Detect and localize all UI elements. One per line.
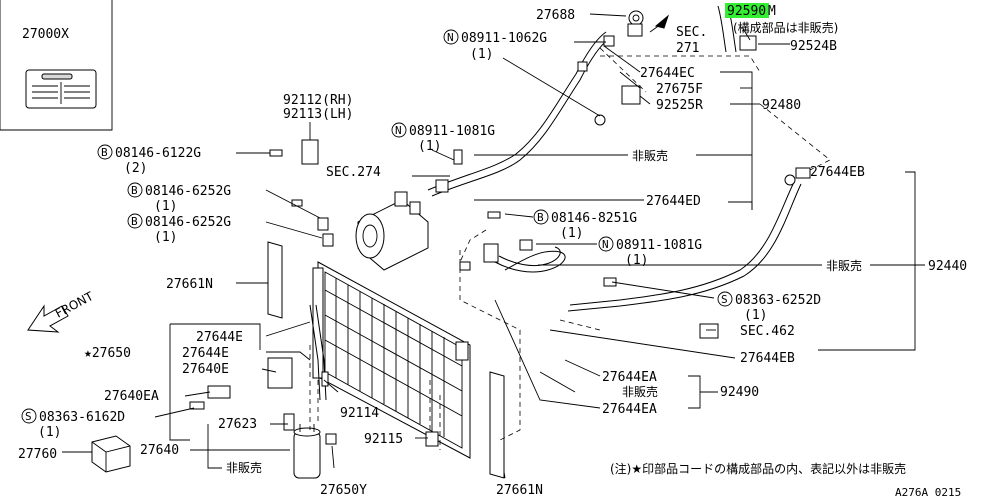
label-27661n-bottom: 27661N [496,483,543,498]
label-08363-6162d-qty: (1) [38,425,61,440]
label-27688: 27688 [536,8,575,23]
label-08911-1081g-b-qty: (1) [625,253,648,268]
part-27760 [91,435,131,473]
label-27640: 27640 [140,443,179,458]
label-27640e: 27640E [182,362,229,377]
badge-n-1081g-a: N [391,122,407,138]
badge-b-6252g-a: B [127,182,143,198]
svg-text:B: B [537,211,544,224]
label-hisaibai-4: 非販売 [226,460,262,475]
label-sec274: SEC.274 [326,165,381,180]
label-08146-8251g-qty: (1) [560,226,583,241]
label-92115: 92115 [364,432,403,447]
label-08363-6162d: 08363-6162D [39,410,125,425]
label-hisaibai-2: 非販売 [826,258,862,273]
label-constituent-note: (構成部品は非販売) [733,20,838,35]
fittings [189,10,811,447]
label-08911-1081g-a-qty: (1) [418,139,441,154]
footnote: (注)★印部品コードの構成部品の内、表記以外は非販売 [610,461,906,476]
label-sec462: SEC.462 [740,324,795,339]
label-08911-1081g-a: 08911-1081G [409,124,495,139]
label-27644ec: 27644EC [640,66,695,81]
label-plate-box: 27000X [0,0,113,131]
label-27644ea-a: 27644EA [602,370,657,385]
svg-text:S: S [721,293,728,306]
label-92113: 92113(LH) [283,107,353,122]
hose-pipe-assembly [309,5,802,401]
svg-text:B: B [101,146,108,159]
badge-s-6162d: S [21,408,37,424]
svg-text:N: N [602,238,609,251]
condenser [312,261,471,459]
svg-text:S: S [25,410,32,423]
badge-n-1062g: N [443,29,459,45]
arrow-sec271 [649,14,670,33]
label-92112: 92112(RH) [283,93,353,108]
label-92480: 92480 [762,98,801,113]
label-08146-8251g: 08146-8251G [551,211,637,226]
label-27623: 27623 [218,417,257,432]
leader-lines [62,13,925,479]
label-27661n-top: 27661N [166,277,213,292]
label-27000x: 27000X [22,27,69,42]
label-08363-6252d-qty: (1) [744,308,767,323]
dashed-guides [309,47,831,450]
label-08146-6252g-a: 08146-6252G [145,184,231,199]
svg-text:N: N [447,31,454,44]
label-08911-1062g: 08911-1062G [461,31,547,46]
receiver-drier [293,424,321,479]
label-92525r: 92525R [656,98,703,113]
label-hisaibai-1: 非販売 [632,148,668,163]
label-08146-6252g-a-qty: (1) [154,199,177,214]
label-92440: 92440 [928,259,967,274]
seal-strips [267,241,505,479]
label-92590: 92590 [727,4,766,19]
label-08146-6122g-qty: (2) [124,161,147,176]
label-27650y: 27650Y [320,483,367,498]
front-label: FRONT [53,289,96,321]
svg-text:N: N [395,124,402,137]
label-08146-6252g-b-qty: (1) [154,230,177,245]
label-27644eb-top: 27644EB [810,165,865,180]
compressor [355,191,429,271]
label-hisaibai-3: 非販売 [622,384,658,399]
label-08911-1081g-b: 08911-1081G [616,238,702,253]
label-27760: 27760 [18,447,57,462]
front-arrow-icon [27,304,69,333]
label-92590-suffix: M [768,4,776,19]
label-sec271-a: SEC. [676,25,707,40]
label-92490: 92490 [720,385,759,400]
label-27644ea-b: 27644EA [602,402,657,417]
label-27650: ★27650 [84,346,131,361]
badge-n-1081g-b: N [598,236,614,252]
label-27644eb-bottom: 27644EB [740,351,795,366]
badge-b-8251g: B [533,209,549,225]
label-27644ed: 27644ED [646,194,701,209]
badge-b-6122g: B [97,144,113,160]
label-08363-6252d: 08363-6252D [735,293,821,308]
label-27644e-a: 27644E [196,330,243,345]
label-08911-1062g-qty: (1) [470,47,493,62]
label-92114: 92114 [340,406,379,421]
svg-text:B: B [131,215,138,228]
label-sec271-b: 271 [676,41,699,56]
label-27644e-b: 27644E [182,346,229,361]
label-27675f: 27675F [656,82,703,97]
diagram-id: A276A 0215 [895,486,961,499]
badge-b-6252g-b: B [127,213,143,229]
badge-s-6252d: S [717,291,733,307]
label-08146-6252g-b: 08146-6252G [145,215,231,230]
label-92524b: 92524B [790,39,837,54]
label-08146-6122g: 08146-6122G [115,146,201,161]
svg-text:B: B [131,184,138,197]
label-27640ea: 27640EA [104,389,159,404]
highlight-92590 [725,3,769,18]
